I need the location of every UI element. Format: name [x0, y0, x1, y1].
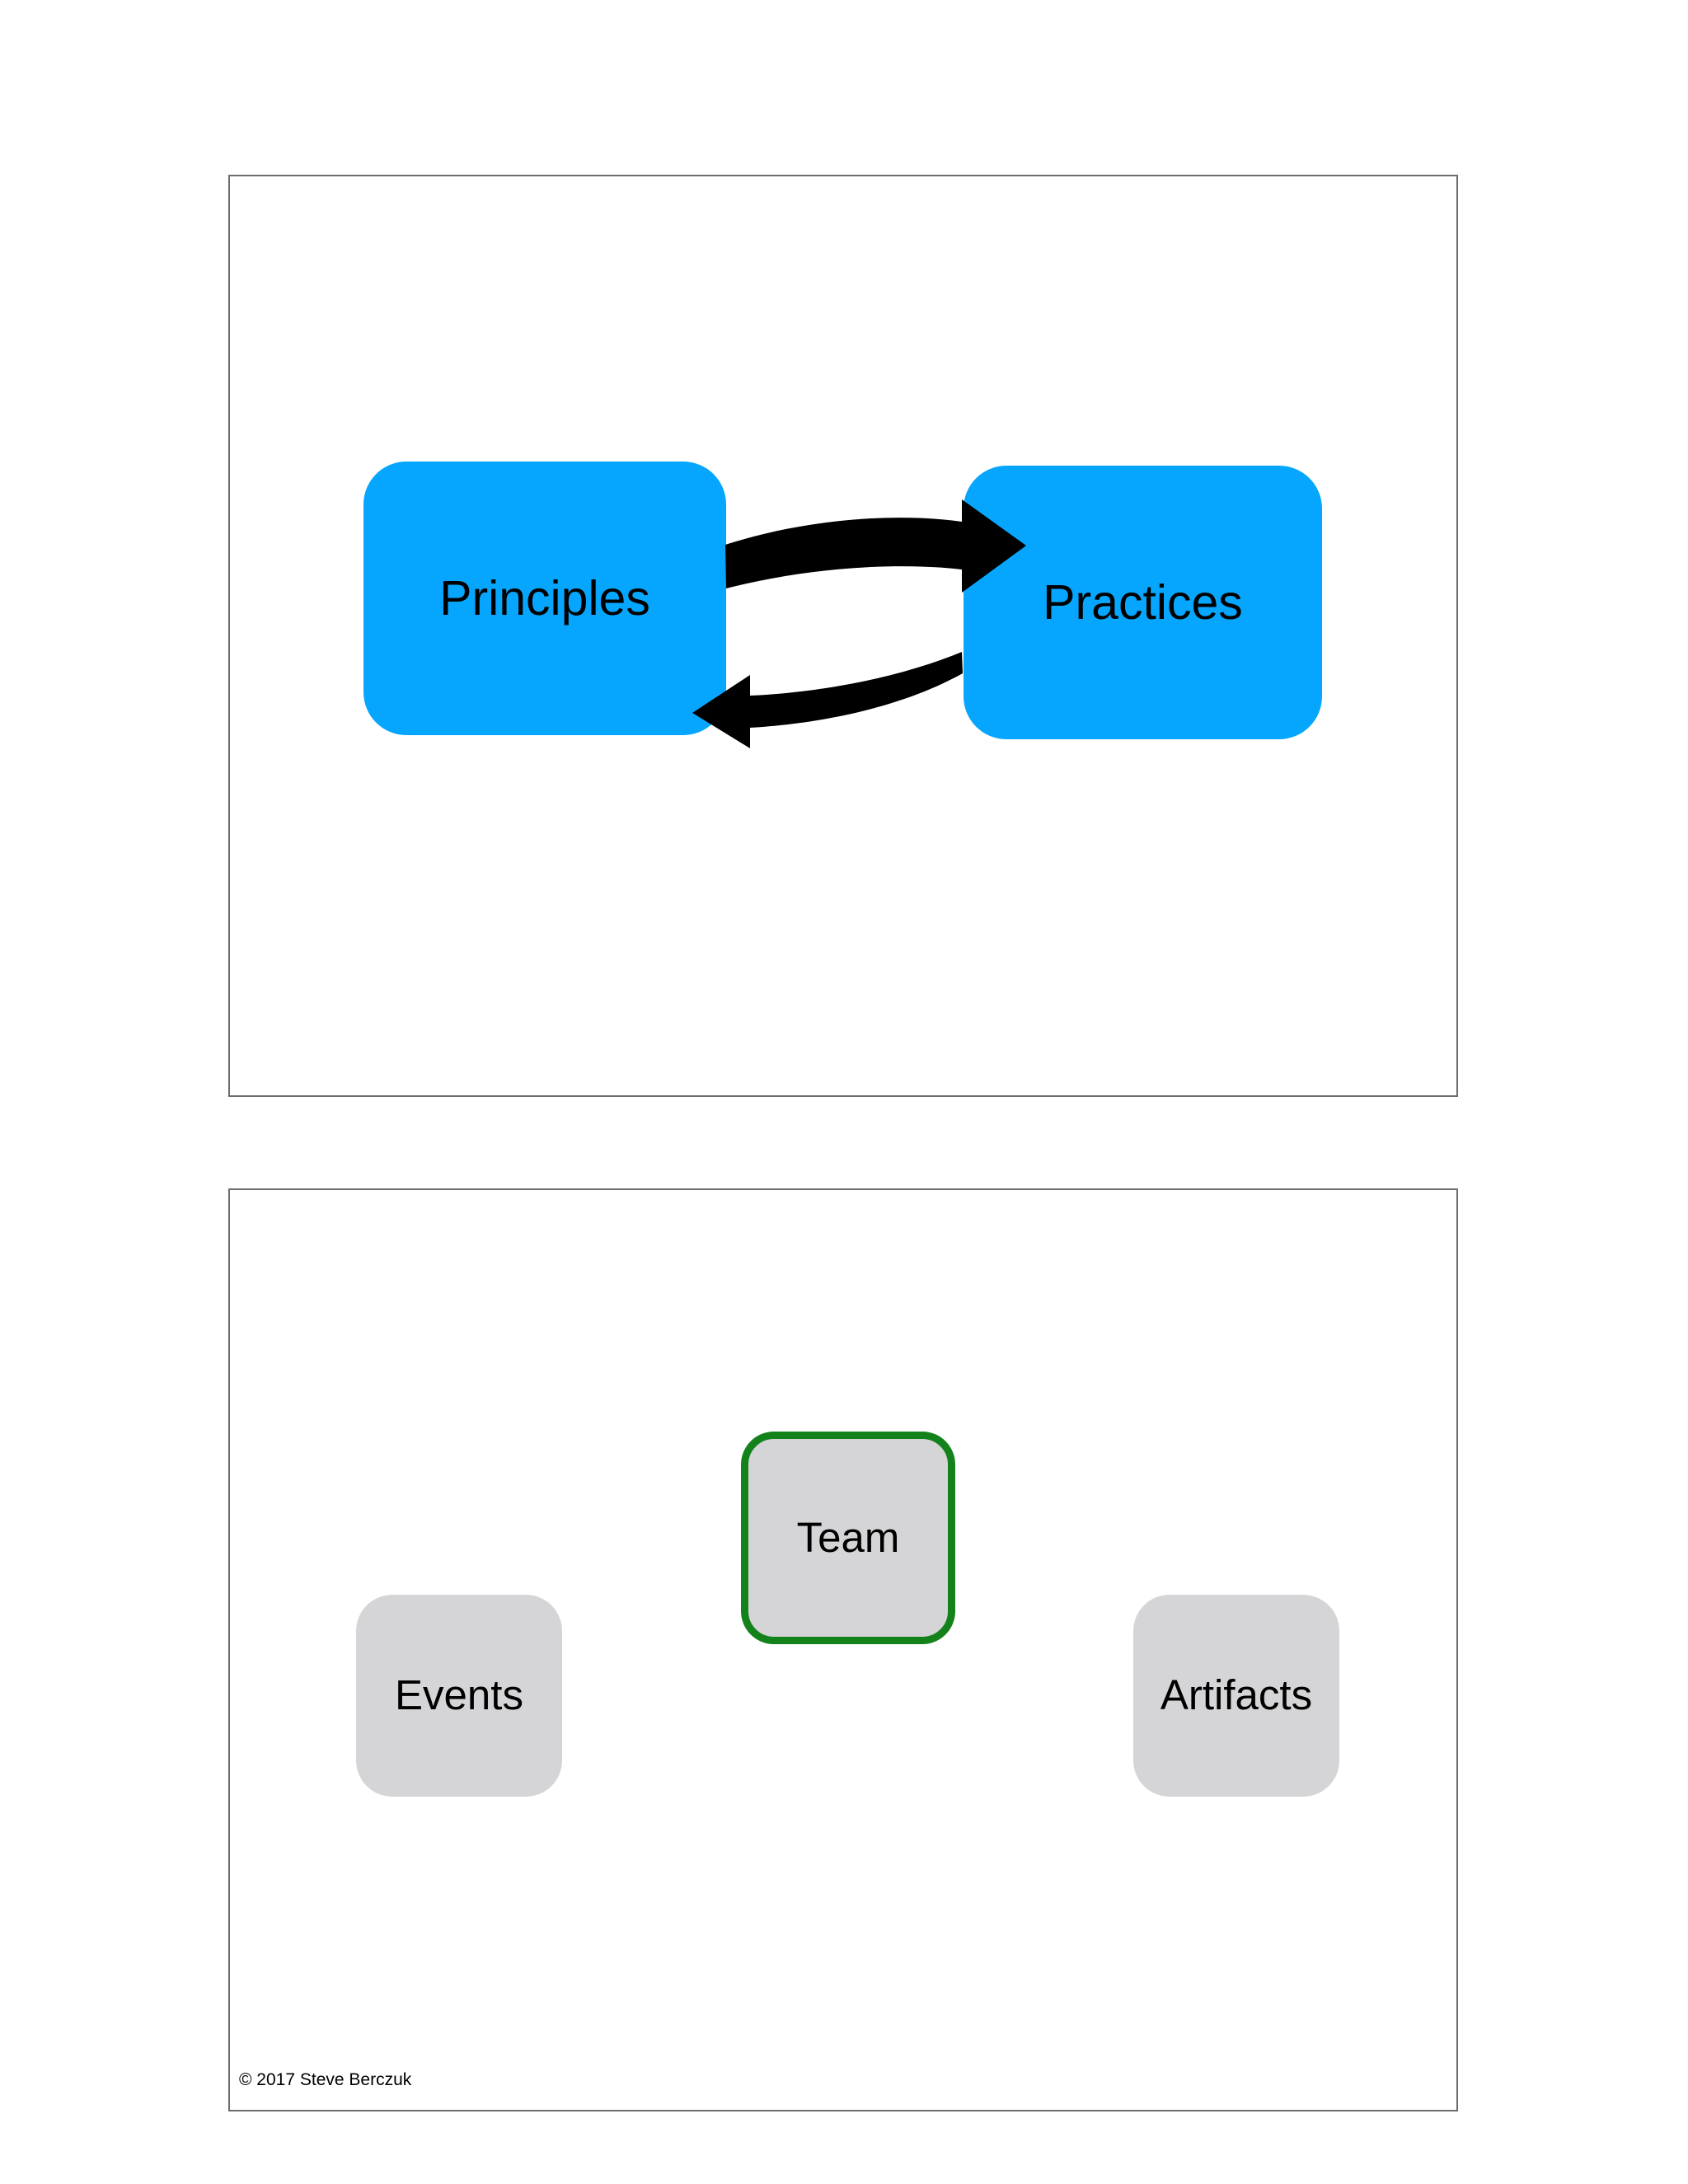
node-practices-label: Practices	[1043, 574, 1243, 630]
node-principles[interactable]: Principles	[363, 462, 726, 735]
node-principles-label: Principles	[439, 570, 650, 626]
slide-scrum[interactable]: Scrum Team Events Artifacts © 2017 Steve…	[228, 1188, 1458, 2111]
node-practices[interactable]: Practices	[964, 466, 1322, 739]
node-artifacts[interactable]: Artifacts	[1133, 1595, 1339, 1797]
copyright-notice: © 2017 Steve Berczuk	[239, 2070, 412, 2089]
slide-principles-practices[interactable]: Principles Practices	[228, 175, 1458, 1097]
node-artifacts-label: Artifacts	[1160, 1671, 1313, 1719]
node-events-label: Events	[395, 1671, 523, 1719]
node-events[interactable]: Events	[356, 1595, 562, 1797]
arrow-practices-to-principles-icon	[692, 652, 963, 748]
node-team[interactable]: Team	[741, 1432, 955, 1644]
node-team-label: Team	[796, 1513, 900, 1561]
